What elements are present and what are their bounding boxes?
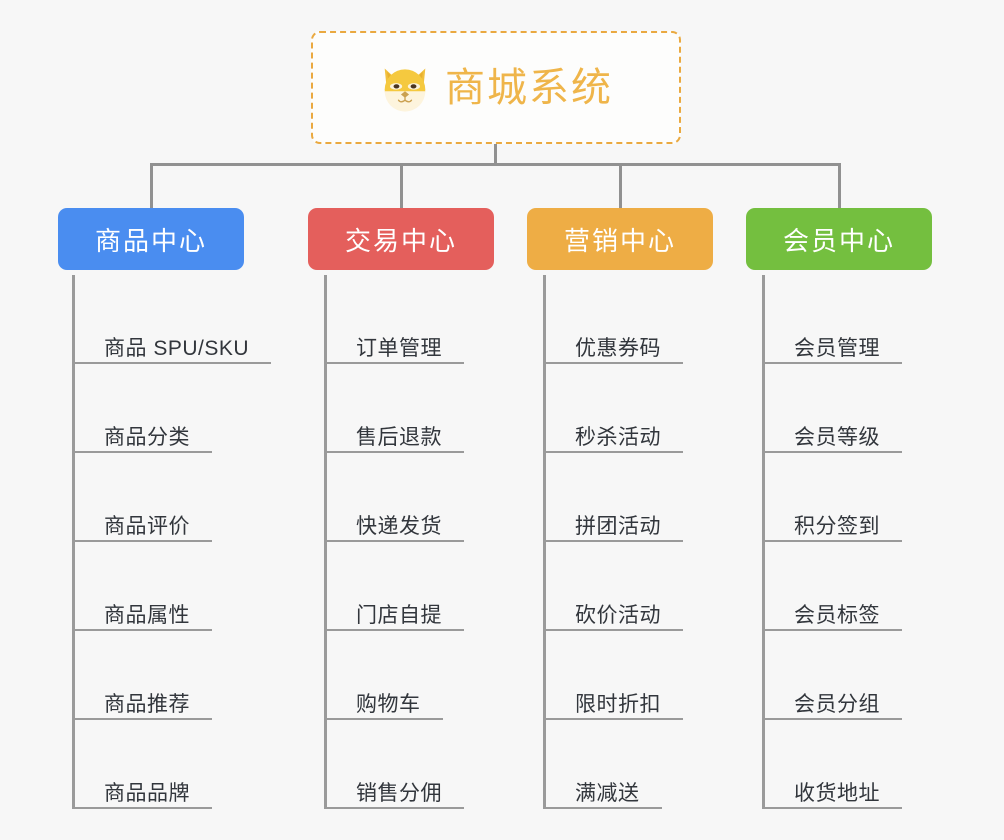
category-header-label: 商品中心	[94, 225, 207, 256]
category-header-product-center[interactable]: 商品中心	[58, 208, 244, 270]
leaf-item[interactable]: 商品分类	[72, 364, 212, 453]
leaf-item-label: 门店自提	[356, 603, 442, 627]
leaf-item-label: 会员管理	[794, 336, 880, 360]
leaf-item-label: 秒杀活动	[575, 425, 661, 449]
connector-drop-trade-center	[400, 163, 403, 210]
connector-drop-member-center	[838, 163, 841, 210]
leaf-item-label: 快递发货	[356, 514, 442, 538]
leaf-item[interactable]: 商品推荐	[72, 631, 212, 720]
leaf-column-spine	[543, 275, 546, 809]
category-header-marketing-center[interactable]: 营销中心	[527, 208, 713, 270]
leaf-item-label: 销售分佣	[356, 781, 442, 805]
leaf-item-label: 订单管理	[356, 336, 442, 360]
leaf-item-label: 限时折扣	[575, 692, 661, 716]
leaf-item[interactable]: 满减送	[543, 720, 662, 809]
connector-drop-marketing-center	[619, 163, 622, 210]
leaf-item[interactable]: 会员等级	[762, 364, 902, 453]
category-header-label: 交易中心	[344, 225, 457, 256]
leaf-item-label: 购物车	[356, 692, 421, 716]
category-header-label: 会员中心	[782, 225, 895, 256]
leaf-item[interactable]: 门店自提	[324, 542, 464, 631]
connector-drop-product-center	[150, 163, 153, 210]
leaf-item[interactable]: 砍价活动	[543, 542, 683, 631]
connector-horizontal-bus	[150, 163, 841, 166]
leaf-item-label: 商品分类	[104, 425, 190, 449]
leaf-column-spine	[762, 275, 765, 809]
leaf-item-label: 积分签到	[794, 514, 880, 538]
leaf-item[interactable]: 会员管理	[762, 275, 902, 364]
leaf-item-label: 会员等级	[794, 425, 880, 449]
leaf-item[interactable]: 积分签到	[762, 453, 902, 542]
leaf-item[interactable]: 拼团活动	[543, 453, 683, 542]
leaf-item[interactable]: 售后退款	[324, 364, 464, 453]
leaf-item[interactable]: 订单管理	[324, 275, 464, 364]
leaf-item[interactable]: 商品评价	[72, 453, 212, 542]
leaf-item-label: 会员分组	[794, 692, 880, 716]
leaf-item-label: 售后退款	[356, 425, 442, 449]
category-header-trade-center[interactable]: 交易中心	[308, 208, 494, 270]
leaf-item[interactable]: 商品品牌	[72, 720, 212, 809]
leaf-item-label: 商品 SPU/SKU	[104, 336, 250, 360]
connector-root-stem	[494, 144, 497, 166]
leaf-item[interactable]: 优惠券码	[543, 275, 683, 364]
leaf-item-label: 优惠券码	[575, 336, 661, 360]
leaf-item-label: 满减送	[575, 781, 640, 805]
leaf-item[interactable]: 限时折扣	[543, 631, 683, 720]
category-header-label: 营销中心	[563, 225, 676, 256]
leaf-item-label: 商品推荐	[104, 692, 190, 716]
leaf-item-label: 砍价活动	[575, 603, 661, 627]
leaf-item[interactable]: 会员分组	[762, 631, 902, 720]
leaf-item[interactable]: 销售分佣	[324, 720, 464, 809]
root-title: 商城系统	[445, 65, 613, 110]
category-header-member-center[interactable]: 会员中心	[746, 208, 932, 270]
leaf-column-spine	[72, 275, 75, 809]
leaf-item-label: 商品品牌	[104, 781, 190, 805]
leaf-item[interactable]: 购物车	[324, 631, 443, 720]
leaf-column-spine	[324, 275, 327, 809]
leaf-item[interactable]: 会员标签	[762, 542, 902, 631]
leaf-item-label: 拼团活动	[575, 514, 661, 538]
leaf-item[interactable]: 商品属性	[72, 542, 212, 631]
root-node[interactable]: 商城系统	[311, 31, 681, 144]
leaf-item-label: 商品评价	[104, 514, 190, 538]
leaf-item[interactable]: 收货地址	[762, 720, 902, 809]
shiba-dog-face-icon	[379, 62, 431, 114]
leaf-item[interactable]: 快递发货	[324, 453, 464, 542]
leaf-item-label: 会员标签	[794, 603, 880, 627]
leaf-item-label: 商品属性	[104, 603, 190, 627]
leaf-item-label: 收货地址	[794, 781, 880, 805]
leaf-item[interactable]: 商品 SPU/SKU	[72, 275, 272, 364]
leaf-item[interactable]: 秒杀活动	[543, 364, 683, 453]
